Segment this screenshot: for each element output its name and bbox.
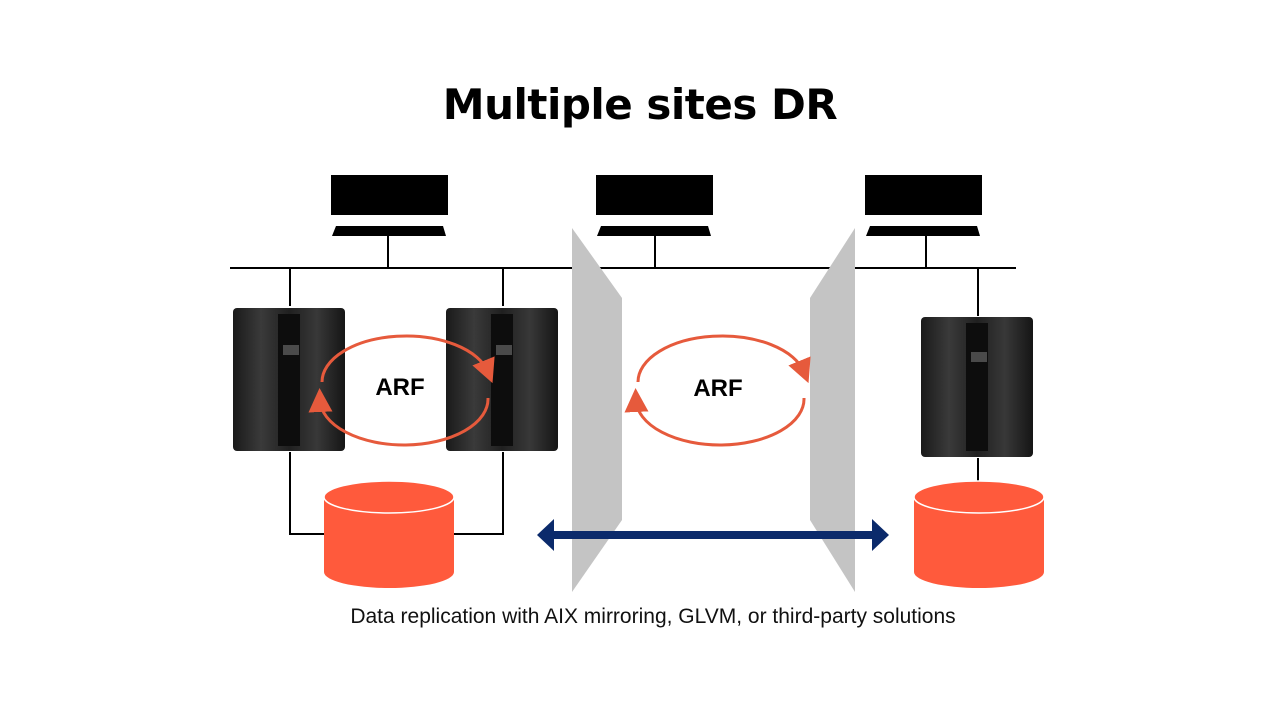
arf-label: ARF bbox=[693, 375, 742, 402]
arf-label: ARF bbox=[375, 374, 424, 401]
replication-arrow bbox=[537, 519, 889, 551]
monitor-icon bbox=[596, 175, 713, 268]
diagram-title: Multiple sites DR bbox=[442, 80, 838, 129]
site-divider bbox=[810, 228, 855, 592]
monitor-icon bbox=[331, 175, 448, 268]
server-icon bbox=[233, 308, 345, 451]
arf-cycle: ARF bbox=[308, 334, 495, 447]
caption: Data replication with AIX mirroring, GLV… bbox=[350, 605, 956, 628]
storage-icon bbox=[913, 480, 1045, 588]
server-icon bbox=[921, 317, 1033, 457]
monitor-icon bbox=[865, 175, 982, 268]
arf-cycle: ARF bbox=[624, 334, 811, 447]
storage-icon bbox=[323, 480, 455, 588]
site-divider bbox=[572, 228, 622, 592]
server-icon bbox=[446, 308, 558, 451]
